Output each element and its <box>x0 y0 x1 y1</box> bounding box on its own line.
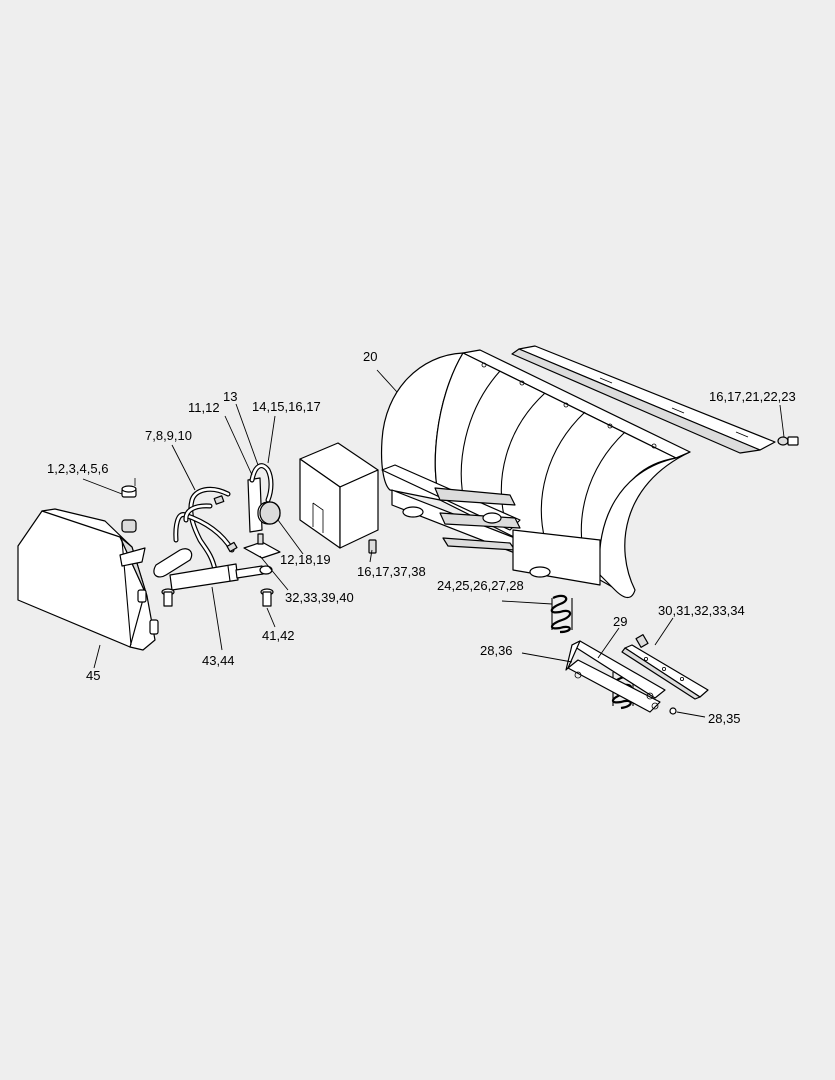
callout-32-40: 32,33,39,40 <box>285 590 354 605</box>
callout-28-35: 28,35 <box>708 711 741 726</box>
callout-29: 29 <box>613 614 627 629</box>
callout-20: 20 <box>363 349 377 364</box>
callout-16-38: 16,17,37,38 <box>357 564 426 579</box>
callout-45: 45 <box>86 668 100 683</box>
control-box <box>299 442 379 549</box>
trip-spring-upper <box>550 594 573 634</box>
base-bolt <box>368 539 377 554</box>
callout-43-44: 43,44 <box>202 653 235 668</box>
pivot-pin-assembly <box>121 478 137 533</box>
callout-16-23: 16,17,21,22,23 <box>709 389 796 404</box>
plow-blade <box>380 349 691 599</box>
pump-assembly <box>243 463 281 559</box>
callout-14-17: 14,15,16,17 <box>252 399 321 414</box>
hydraulic-hoses <box>173 486 238 573</box>
edge-bolt <box>777 436 799 446</box>
callout-28-36: 28,36 <box>480 643 513 658</box>
callout-12-18-19: 12,18,19 <box>280 552 331 567</box>
callout-11-12: 11,12 <box>188 400 220 415</box>
callout-1-6: 1,2,3,4,5,6 <box>47 461 108 476</box>
callout-41-42: 41,42 <box>262 628 295 643</box>
callout-13: 13 <box>223 389 237 404</box>
a-frame <box>17 508 159 651</box>
cylinder-pins <box>161 588 274 607</box>
callout-labels: 1,2,3,4,5,6 7,8,9,10 11,12 13 14,15,16,1… <box>47 349 796 726</box>
spring-bracket <box>565 640 666 713</box>
leader-lines <box>82 369 785 718</box>
washer <box>669 707 677 715</box>
callout-7-10: 7,8,9,10 <box>145 428 192 443</box>
skid-plate <box>621 634 709 700</box>
cutting-edge-strip <box>511 345 776 454</box>
hydraulic-cylinder <box>153 548 273 591</box>
callout-24-28: 24,25,26,27,28 <box>437 578 524 593</box>
callout-30-34: 30,31,32,33,34 <box>658 603 745 618</box>
